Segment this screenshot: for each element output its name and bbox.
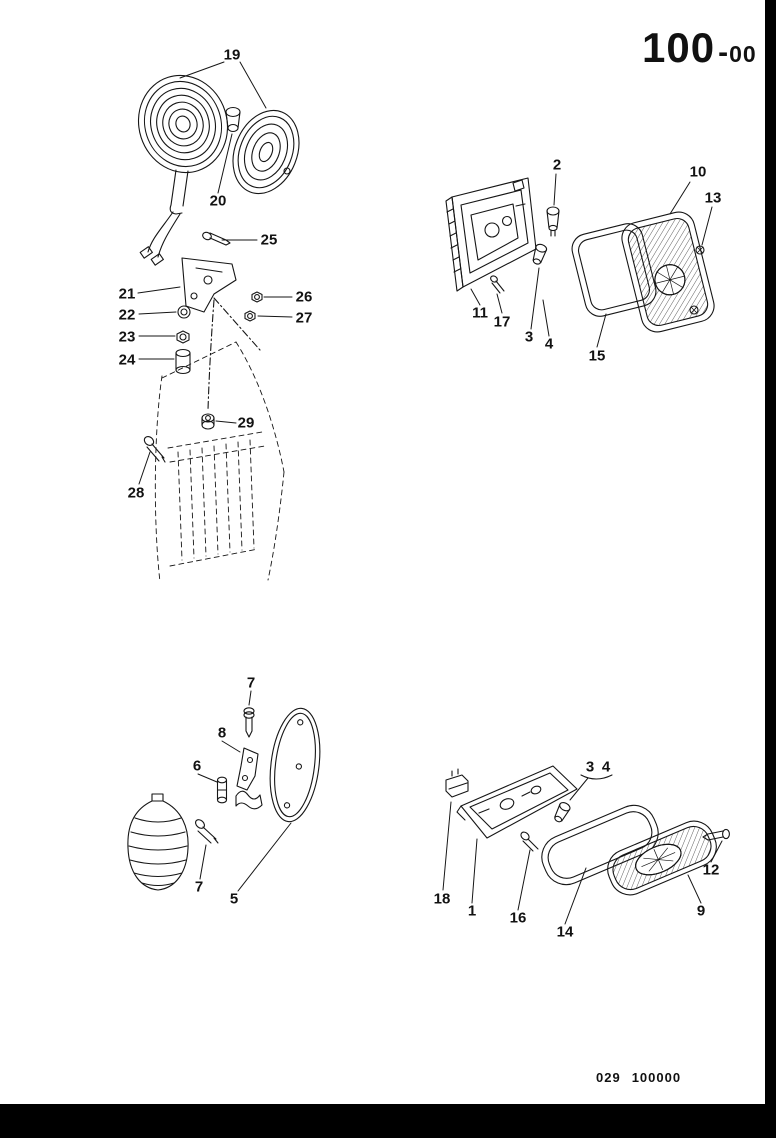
lens-10 xyxy=(621,211,715,333)
callout-19: 19 xyxy=(223,46,241,64)
page-edge-right xyxy=(765,0,776,1138)
nut-27 xyxy=(244,310,256,322)
bulb-2 xyxy=(546,206,560,237)
callout-15: 15 xyxy=(588,347,606,365)
callout-2: 2 xyxy=(552,156,562,174)
callout-3-front: 3 xyxy=(524,328,534,346)
callout-27: 27 xyxy=(295,309,313,327)
callout-24: 24 xyxy=(118,351,136,369)
callout-23: 23 xyxy=(118,328,136,346)
callout-7-bottom: 7 xyxy=(194,878,204,896)
rubber-boot xyxy=(127,793,189,891)
callout-1: 1 xyxy=(467,902,477,920)
leader-lines xyxy=(137,61,723,925)
bulb-3-4 xyxy=(532,243,548,265)
front-turn-signal-drawing xyxy=(445,177,715,333)
grommet-29 xyxy=(201,413,215,430)
callout-6: 6 xyxy=(192,757,202,775)
page-number-group: 100 - 00 xyxy=(642,24,757,72)
pin-6 xyxy=(216,776,228,804)
grommet-seal-drawing xyxy=(127,707,321,891)
callout-14: 14 xyxy=(556,923,574,941)
callout-11: 11 xyxy=(472,304,488,322)
page-number-sub: 00 xyxy=(729,41,757,67)
callout-22: 22 xyxy=(118,306,136,324)
callout-18: 18 xyxy=(433,890,451,908)
screw-7-top xyxy=(243,707,255,738)
callout-9: 9 xyxy=(696,902,706,920)
oval-plate-5 xyxy=(269,707,321,823)
nut-26 xyxy=(251,291,263,303)
screw-12 xyxy=(702,828,730,841)
callout-29: 29 xyxy=(237,414,255,432)
lamp-housing-11 xyxy=(445,177,537,292)
seal-gasket-14 xyxy=(541,804,659,886)
callout-7-top: 7 xyxy=(246,674,256,692)
lamp-housing-1 xyxy=(456,765,578,839)
callout-21: 21 xyxy=(118,285,136,303)
callout-16: 16 xyxy=(509,909,527,927)
body-panel-outline xyxy=(154,341,285,583)
washer-22 xyxy=(177,305,191,319)
callout-4-front: 4 xyxy=(544,335,554,353)
signal-lamp-body xyxy=(232,109,300,195)
side-turn-signal-drawing xyxy=(445,765,730,896)
connector-18 xyxy=(445,768,469,798)
callout-17: 17 xyxy=(493,313,511,331)
bracket-21 xyxy=(181,257,261,411)
lens-9 xyxy=(607,820,717,896)
page-number-main: 100 xyxy=(642,24,716,71)
horn-body xyxy=(137,74,229,174)
bulb-3-4-side xyxy=(554,802,571,823)
callout-12: 12 xyxy=(702,861,720,879)
screw-17 xyxy=(490,275,505,294)
page-edge-bottom xyxy=(0,1104,776,1138)
screw-28 xyxy=(143,436,166,463)
callout-13: 13 xyxy=(704,189,722,207)
mounting-bracket-hardware-drawing xyxy=(143,231,263,463)
lens-screw-13-top xyxy=(695,245,705,255)
clip-8 xyxy=(235,747,263,810)
bulb-socket xyxy=(225,106,241,133)
callout-20: 20 xyxy=(209,192,227,210)
nut-23 xyxy=(176,330,190,344)
plate-code: 029 100000 xyxy=(596,1070,681,1085)
bracket-3-4 xyxy=(580,774,613,780)
plate-code-prefix: 029 xyxy=(596,1070,621,1085)
callout-28: 28 xyxy=(127,484,145,502)
callout-3-side: 3 xyxy=(585,758,595,776)
horn-assembly-drawing xyxy=(137,74,300,266)
screw-16 xyxy=(520,831,539,852)
lens-screw-13-bottom xyxy=(689,305,699,315)
callout-10: 10 xyxy=(689,163,707,181)
lamp-detail xyxy=(283,167,291,175)
screw-7-bottom xyxy=(195,819,219,844)
spacer-24 xyxy=(175,348,191,375)
callout-26: 26 xyxy=(295,288,313,306)
plate-code-number: 100000 xyxy=(631,1070,682,1085)
callout-25: 25 xyxy=(260,231,278,249)
screw-25 xyxy=(202,231,231,246)
horn-stem-and-wires xyxy=(139,169,189,266)
page-number-dash: - xyxy=(718,36,729,69)
callout-8: 8 xyxy=(217,724,227,742)
callout-5: 5 xyxy=(229,890,239,908)
callout-4-side: 4 xyxy=(601,758,611,776)
